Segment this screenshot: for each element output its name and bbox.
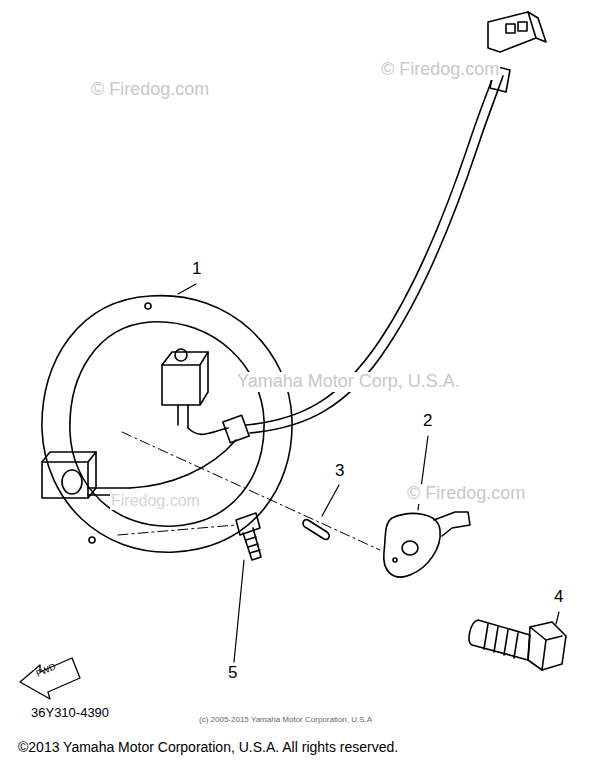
watermark: © Firedog.com xyxy=(90,80,210,100)
dowel-pin xyxy=(303,520,329,540)
watermark: Yamaha Motor Corp, U.S.A. xyxy=(236,372,461,392)
watermark: © Firedog.com xyxy=(406,484,526,504)
callout-number: 3 xyxy=(334,462,345,481)
part-number: 36Y310-4390 xyxy=(30,706,110,720)
watermark: Firedog.com xyxy=(110,492,201,510)
watermark: © Firedog.com xyxy=(380,60,500,80)
pickup-coil xyxy=(162,349,208,428)
callout-number: 2 xyxy=(422,412,433,431)
arrow-text: FWD xyxy=(34,662,59,680)
bolt xyxy=(236,513,261,560)
copyright-note: (c) 2005-2015 Yamaha Motor Corporation, … xyxy=(198,716,373,725)
assembly-line xyxy=(118,432,380,550)
copyright-line: ©2013 Yamaha Motor Corporation, U.S.A. A… xyxy=(17,740,399,755)
callout-number: 4 xyxy=(553,588,564,607)
leader-line xyxy=(178,284,559,662)
timing-plate xyxy=(384,512,470,577)
bolt xyxy=(469,620,566,670)
direction-arrow xyxy=(20,658,80,699)
callout-number: 1 xyxy=(191,260,202,279)
callout-number: 5 xyxy=(227,664,238,683)
